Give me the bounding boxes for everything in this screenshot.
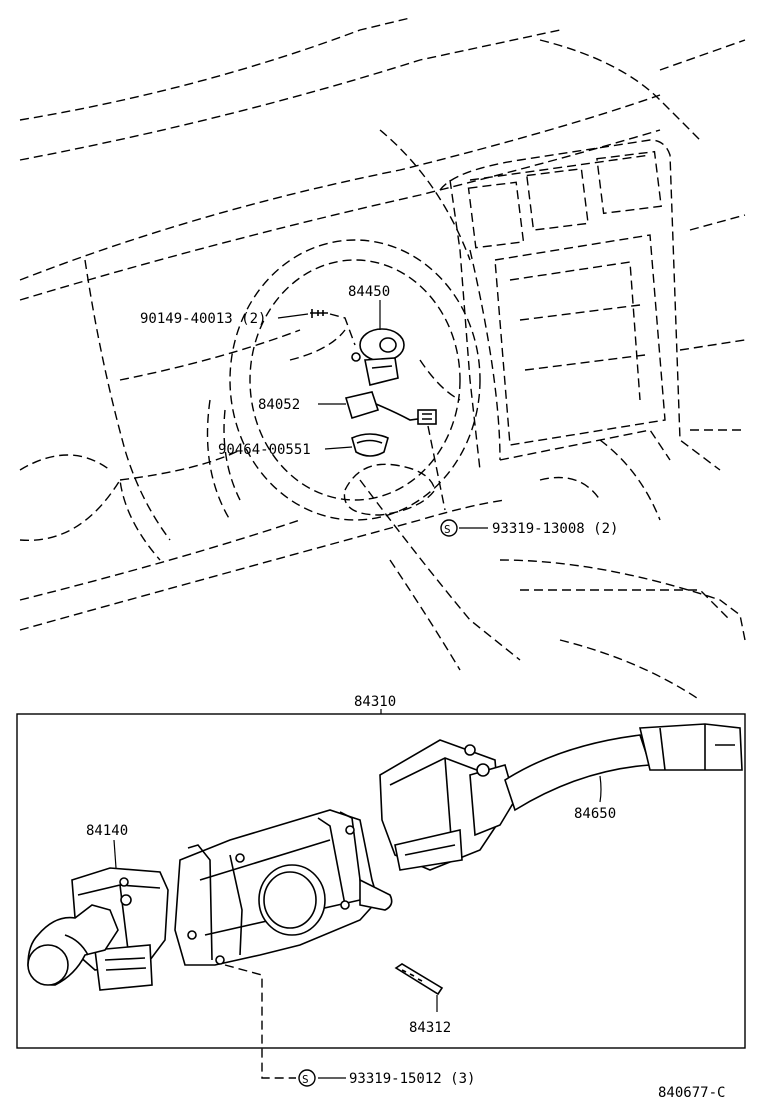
label-84312: 84312 — [409, 1020, 451, 1036]
svg-text:93319-15012 (3): 93319-15012 (3) — [349, 1071, 475, 1087]
label-90149-40013: 90149-40013 (2) — [140, 311, 266, 327]
screw-leader-93319-15012 — [224, 964, 346, 1079]
svg-text:S: S — [444, 523, 451, 536]
label-84450: 84450 — [348, 284, 390, 300]
label-84310: 84310 — [354, 694, 396, 710]
svg-text:90149-40013 (2): 90149-40013 (2) — [140, 311, 266, 327]
dashboard-outline — [19, 17, 746, 701]
assembly-frame — [16, 709, 746, 1049]
sensor-84052 — [344, 391, 446, 511]
svg-text:84052: 84052 — [258, 397, 300, 413]
clamp-90464 — [351, 433, 389, 457]
combination-switch-84140 — [27, 839, 169, 991]
clip-screw-90149 — [310, 309, 356, 346]
svg-text:840677-C: 840677-C — [658, 1085, 725, 1101]
label-90464-00551: 90464-00551 — [218, 442, 311, 458]
svg-text:84312: 84312 — [409, 1020, 451, 1036]
label-84140: 84140 — [86, 823, 128, 839]
svg-text:90464-00551: 90464-00551 — [218, 442, 311, 458]
wiper-switch-84650 — [379, 723, 743, 871]
switch-body-84310 — [174, 809, 393, 966]
svg-text:84650: 84650 — [574, 806, 616, 822]
label-84650: 84650 — [574, 806, 616, 822]
label-93319-15012: S 93319-15012 (3) — [298, 1069, 475, 1087]
svg-text:84310: 84310 — [354, 694, 396, 710]
svg-text:84450: 84450 — [348, 284, 390, 300]
spiral-cable-84450 — [351, 328, 405, 386]
svg-text:84140: 84140 — [86, 823, 128, 839]
figure-code: 840677-C — [658, 1085, 725, 1101]
label-84052: 84052 — [258, 397, 300, 413]
steering-wheel-outline — [206, 239, 481, 521]
upper-leader-lines — [277, 300, 488, 529]
pin-84312 — [394, 963, 444, 1012]
label-93319-13008: S 93319-13008 (2) — [440, 519, 618, 537]
svg-text:S: S — [302, 1073, 309, 1086]
svg-text:93319-13008 (2): 93319-13008 (2) — [492, 521, 618, 537]
